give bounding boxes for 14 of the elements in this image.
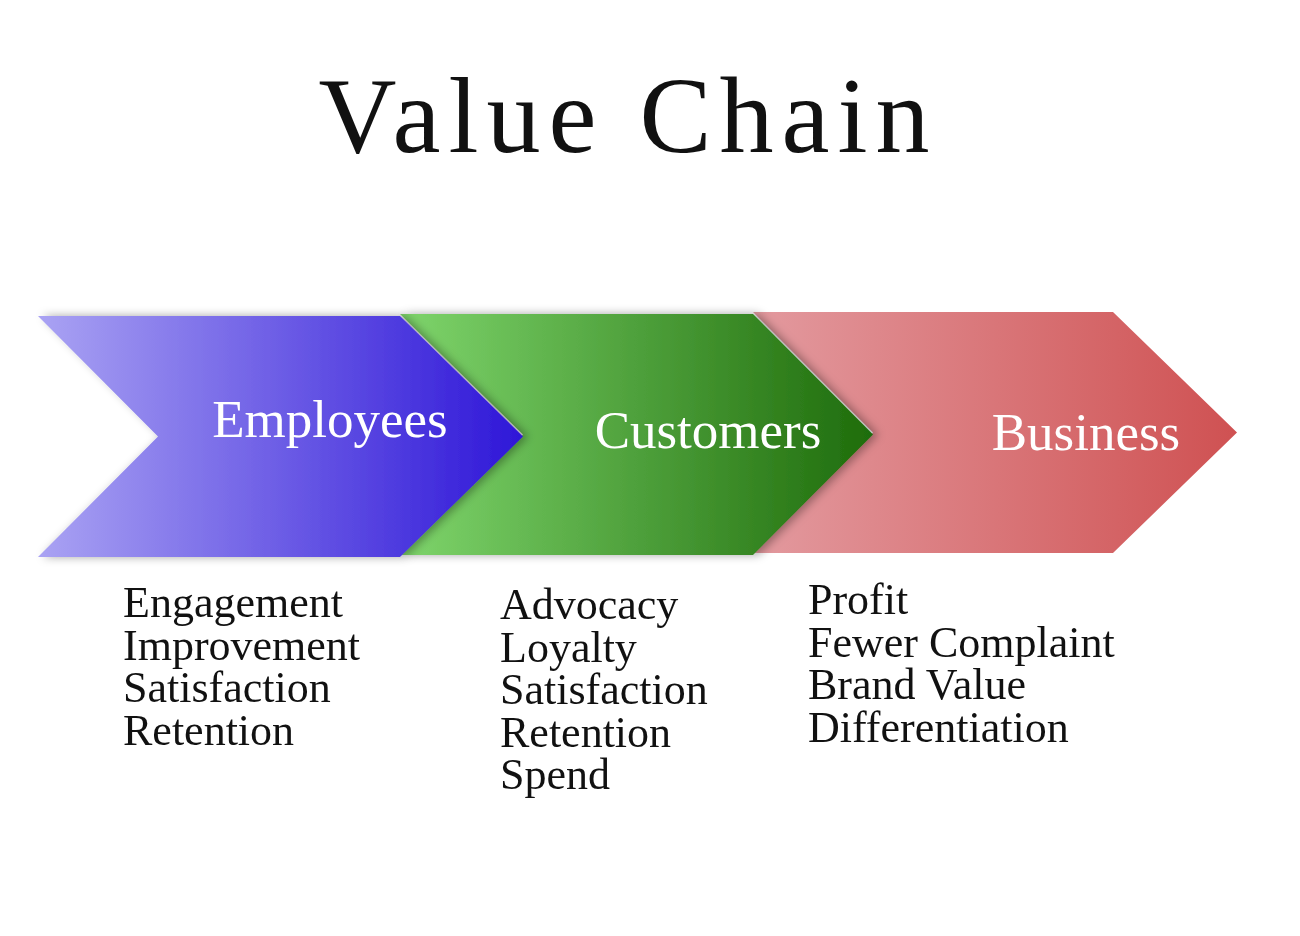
list-item: Retention	[500, 710, 672, 754]
stage-label: Employees	[212, 392, 448, 446]
list-item: Fewer Complaint	[808, 620, 1115, 664]
stage-label: Customers	[594, 403, 822, 457]
chevron-step	[38, 316, 523, 557]
list-item: Spend	[500, 753, 610, 796]
list-item: Differentiation	[808, 705, 1069, 749]
list-item: Engagement	[123, 581, 343, 624]
list-item: Advocacy	[500, 583, 679, 626]
list-item: Profit	[808, 578, 909, 621]
stage-label: Business	[991, 405, 1181, 459]
list-item: Retention	[123, 708, 295, 752]
list-item: Loyalty	[500, 625, 637, 669]
diagram-title: Value Chain	[318, 62, 938, 170]
